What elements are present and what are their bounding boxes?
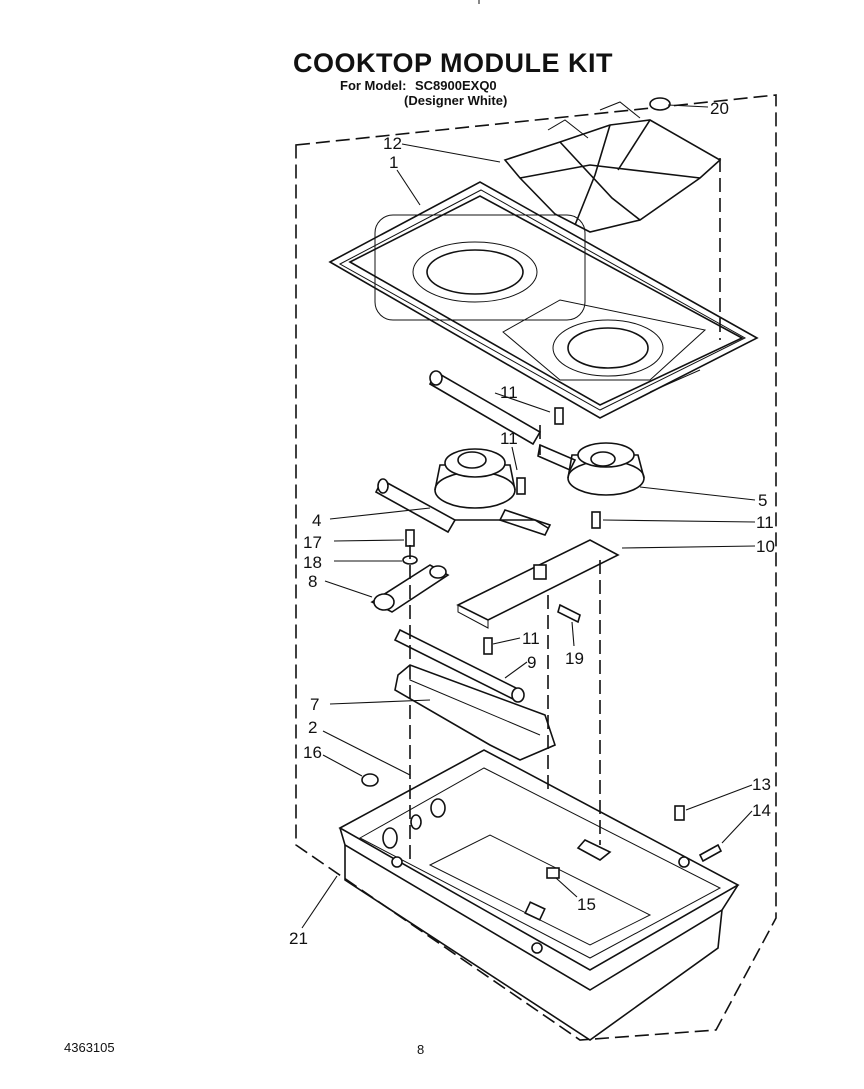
- screw-19: [557, 603, 581, 624]
- callout-4: 4: [312, 511, 321, 530]
- burner-tube: [374, 478, 552, 536]
- guide-lines: [409, 158, 721, 860]
- callout-5: 5: [758, 491, 767, 510]
- clip-13: [674, 805, 685, 821]
- left-burner: [434, 448, 516, 509]
- callout-15: 15: [577, 895, 596, 914]
- screw-17: [405, 529, 415, 547]
- model-label: For Model:: [340, 78, 407, 93]
- callout-12: 12: [383, 134, 402, 153]
- callout-1: 1: [389, 153, 398, 172]
- callout-11c: 11: [756, 513, 774, 532]
- callout-11a: 11: [500, 383, 518, 402]
- screw-14: [698, 843, 723, 863]
- page-number: 8: [417, 1042, 425, 1057]
- callout-16: 16: [303, 743, 322, 762]
- callout-21: 21: [289, 929, 308, 948]
- base-pan: [338, 749, 740, 1041]
- orifice-plate: [370, 564, 450, 613]
- lower-burner-tube: [393, 628, 525, 703]
- upper-burner-tube: [428, 370, 542, 446]
- burner-grate: [503, 101, 722, 233]
- model-number: SC8900EXQ0: [415, 78, 497, 93]
- color-variant: (Designer White): [404, 93, 508, 108]
- kit-boundary: [295, 94, 777, 1041]
- leader-lines: [301, 104, 756, 929]
- callout-2: 2: [308, 718, 317, 737]
- callout-9: 9: [527, 653, 536, 672]
- grommet-16: [361, 773, 379, 787]
- callout-11b: 11: [500, 429, 518, 448]
- callout-19: 19: [565, 649, 584, 668]
- cooktop-top-panel: [328, 181, 759, 419]
- callout-14: 14: [752, 801, 771, 820]
- callout-7: 7: [310, 695, 319, 714]
- callout-8: 8: [308, 572, 317, 591]
- callout-17: 17: [303, 533, 322, 552]
- callout-10: 10: [756, 537, 775, 556]
- mounting-bracket: [456, 539, 620, 629]
- right-burner: [537, 442, 645, 496]
- screws-11: [483, 407, 601, 655]
- callout-11d: 11: [522, 629, 540, 648]
- callout-labels: 20 12 1 11 11 5 4 11 10 17 18 8 11 9 19 …: [289, 99, 775, 948]
- document-number: 4363105: [64, 1040, 115, 1055]
- grate-cap: [649, 97, 671, 111]
- callout-20: 20: [710, 99, 729, 118]
- callout-13: 13: [752, 775, 771, 794]
- page-title: COOKTOP MODULE KIT: [293, 48, 614, 78]
- callout-18: 18: [303, 553, 322, 572]
- clip-15: [546, 839, 612, 879]
